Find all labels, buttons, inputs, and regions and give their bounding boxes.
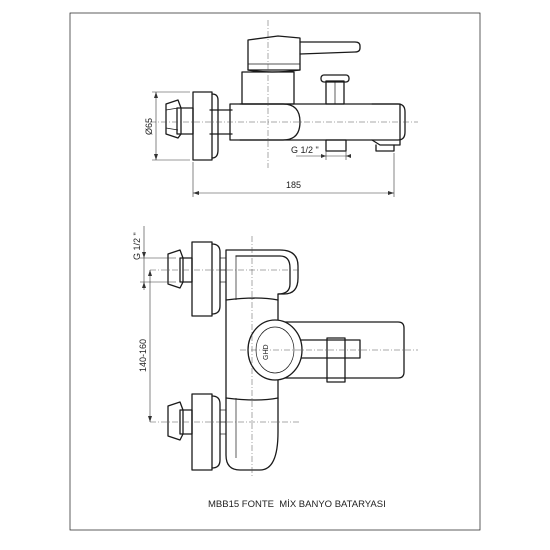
front-bottom-inlet — [167, 401, 184, 441]
side-view — [150, 20, 418, 168]
front-arm — [277, 321, 405, 379]
label-diameter: Ø65 — [144, 118, 154, 135]
label-length: 185 — [286, 180, 301, 190]
front-top-flange — [191, 241, 213, 317]
side-flange — [192, 91, 213, 161]
drawing-frame — [69, 12, 481, 531]
front-view — [150, 236, 418, 478]
front-bottom-flange — [191, 393, 213, 471]
side-spout — [371, 103, 401, 146]
label-thread-top: G 1/2 " — [132, 232, 142, 260]
dim-thread-top — [140, 226, 176, 290]
side-inlet — [165, 99, 182, 139]
dim-diameter — [152, 91, 190, 161]
label-thread-side: G 1/2 " — [291, 145, 319, 155]
side-lever — [299, 41, 361, 55]
dim-thread-side — [296, 150, 351, 160]
side-shower-outlet — [325, 139, 347, 152]
dim-center-distance — [148, 270, 152, 422]
front-diverter — [326, 337, 346, 383]
front-top-inlet — [167, 249, 184, 289]
side-body-cap — [239, 103, 301, 141]
drawing-caption: MBB15 FONTE MİX BANYO BATARYASI — [208, 499, 386, 510]
side-eccentric — [176, 107, 194, 135]
logo-mark: GHD — [263, 344, 270, 360]
label-center-distance: 140-160 — [138, 339, 148, 372]
dim-length — [192, 153, 395, 197]
